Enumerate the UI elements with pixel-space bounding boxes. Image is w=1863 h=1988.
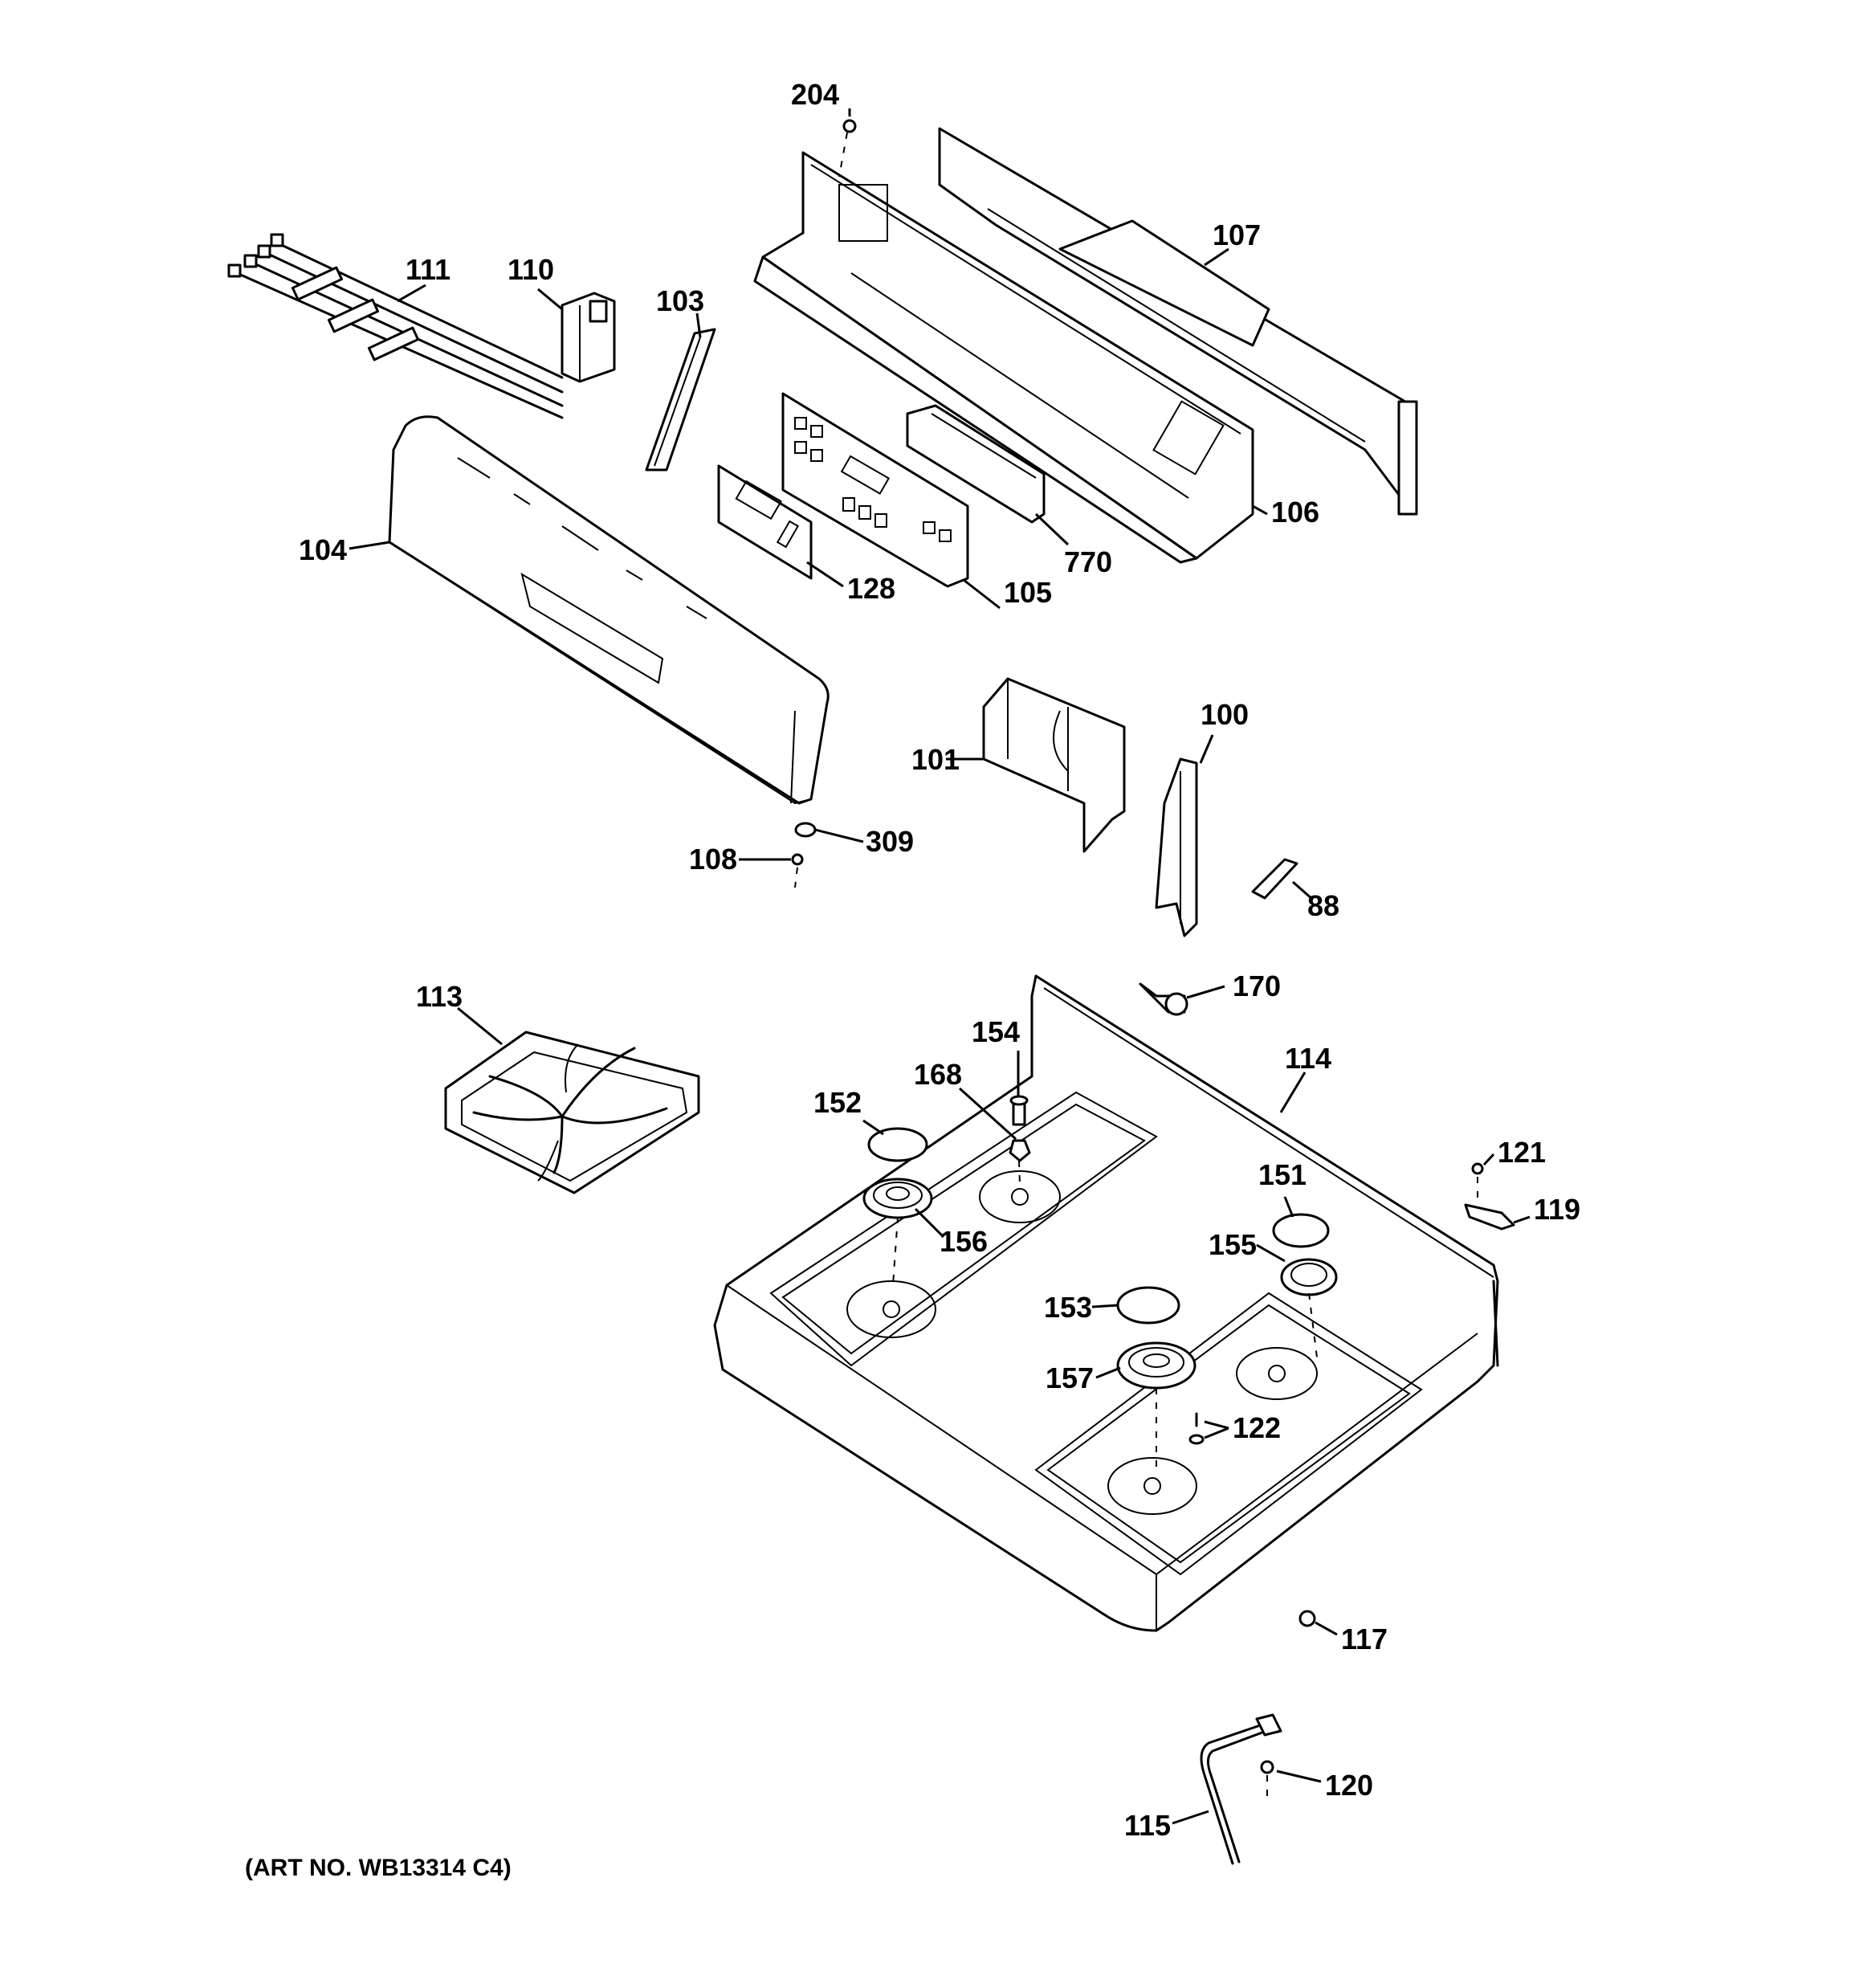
label-114: 114 — [1285, 1042, 1331, 1075]
control-panel-104 — [388, 415, 830, 805]
label-152: 152 — [813, 1086, 862, 1119]
bracket-770 — [906, 404, 1046, 524]
part-labels: 204 107 111 110 103 104 128 105 770 106 … — [299, 78, 1580, 1842]
bracket-101 — [982, 677, 1126, 853]
burner-cap-152 — [867, 1127, 928, 1162]
label-107: 107 — [1213, 218, 1261, 251]
bracket-88 — [1251, 858, 1298, 900]
label-101: 101 — [911, 743, 960, 776]
label-110: 110 — [508, 253, 554, 286]
label-157: 157 — [1046, 1361, 1094, 1394]
label-309: 309 — [866, 825, 914, 858]
label-100: 100 — [1201, 698, 1249, 731]
label-104: 104 — [299, 533, 347, 566]
wire-harness-111 — [227, 233, 564, 419]
overlay-128 — [717, 464, 813, 580]
washer-309 — [794, 822, 817, 838]
label-151: 151 — [1258, 1158, 1307, 1191]
relay-box-110 — [561, 292, 616, 383]
label-168: 168 — [914, 1058, 962, 1091]
label-153: 153 — [1044, 1291, 1092, 1324]
label-204: 204 — [791, 78, 839, 111]
cooktop-114 — [713, 974, 1499, 1632]
label-122: 122 — [1233, 1411, 1281, 1444]
label-115: 115 — [1124, 1809, 1171, 1842]
burner-head-155 — [1280, 1258, 1338, 1358]
screw-122 — [1188, 1412, 1205, 1445]
leader-lines — [349, 108, 1531, 1825]
label-170: 170 — [1233, 970, 1281, 1002]
burner-grate-113 — [444, 1031, 700, 1194]
label-128: 128 — [847, 572, 895, 605]
bracket-103 — [645, 328, 716, 471]
label-120: 120 — [1325, 1769, 1373, 1802]
screw-120 — [1260, 1760, 1274, 1799]
screw-121 — [1471, 1162, 1484, 1201]
screw-170 — [1139, 982, 1188, 1016]
bracket-100 — [1155, 757, 1198, 937]
screw-204 — [838, 119, 857, 178]
label-103: 103 — [656, 284, 704, 317]
label-121: 121 — [1498, 1136, 1546, 1169]
control-board-105 — [781, 392, 969, 588]
label-108: 108 — [689, 843, 737, 876]
label-154: 154 — [972, 1015, 1020, 1048]
label-770: 770 — [1064, 545, 1112, 578]
label-88: 88 — [1307, 889, 1339, 922]
label-113: 113 — [416, 980, 463, 1013]
igniter-168 — [1009, 1139, 1031, 1186]
burner-head-156 — [862, 1178, 933, 1286]
screw-108 — [791, 853, 804, 888]
label-111: 111 — [406, 253, 450, 286]
nut-117 — [1298, 1610, 1316, 1627]
burner-head-157 — [1116, 1341, 1196, 1470]
label-117: 117 — [1341, 1623, 1388, 1655]
label-119: 119 — [1534, 1193, 1580, 1226]
electrode-154 — [1009, 1095, 1029, 1126]
rear-panel-106 — [753, 151, 1254, 564]
burner-cap-151 — [1272, 1213, 1330, 1248]
label-106: 106 — [1271, 496, 1319, 529]
label-155: 155 — [1209, 1228, 1257, 1261]
label-105: 105 — [1004, 576, 1052, 609]
rod-115 — [1200, 1713, 1282, 1865]
art-number: (ART NO. WB13314 C4) — [245, 1855, 512, 1881]
top-cover-107 — [938, 127, 1418, 516]
burner-cap-153 — [1116, 1286, 1180, 1325]
bracket-119 — [1464, 1203, 1515, 1231]
label-156: 156 — [940, 1225, 988, 1258]
